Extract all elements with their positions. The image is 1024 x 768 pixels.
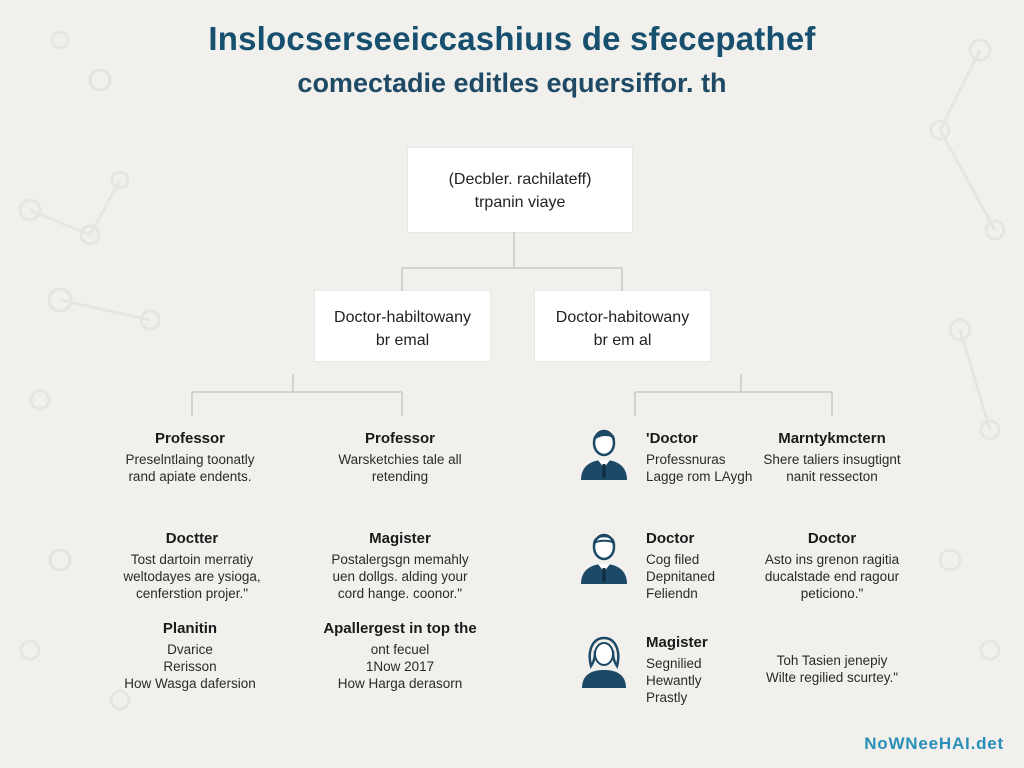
left-card-3: Doctter Tost dartoin merratiy weltodayes… (92, 530, 292, 602)
card-title: Doctor (807, 530, 857, 547)
card-title: Doctor (646, 530, 695, 547)
mid-node-right[interactable]: Doctor-habitowany br em al (535, 291, 710, 361)
card-text: ducalstade end ragour (764, 569, 900, 584)
card-text: Segnilied (646, 656, 702, 671)
card-text: Tost dartoin merratiy (130, 552, 254, 567)
card-text: How Harga derasorn (337, 676, 463, 691)
card-text: How Wasga dafersion (124, 676, 256, 691)
card-title: Professor (154, 430, 226, 447)
card-text: Postalergsgn memahly (331, 552, 469, 567)
card-text: cenferstion projer." (135, 586, 249, 601)
man-with-tie-icon (581, 533, 627, 584)
card-text: 1Now 2017 (365, 659, 435, 674)
card-text: Hewantly (646, 673, 702, 688)
person-card-3: Magister Segnilied Hewantly Prastly (646, 634, 756, 706)
card-text: rand apiate endents. (128, 469, 252, 484)
card-title: Professor (364, 430, 436, 447)
card-text: Rerisson (163, 659, 217, 674)
right-card-1: Marntykmctern Shere taliers insugtignt n… (732, 430, 932, 485)
right-card-3: Toh Tasien jenepiy Wilte regilied scurte… (732, 652, 932, 686)
card-title: Marntykmctern (778, 430, 886, 447)
card-text: Shere taliers insugtignt (763, 452, 901, 467)
card-text: retending (371, 469, 429, 484)
mid-node-right-line1: Doctor-habitowany (555, 309, 690, 326)
woman-icon (582, 636, 626, 688)
card-title: Magister (646, 634, 708, 651)
card-text: Toh Tasien jenepiy (776, 653, 888, 668)
card-text: nanit ressecton (786, 469, 878, 484)
card-title: Magister (369, 530, 431, 547)
card-title: Planitin (162, 620, 218, 637)
left-card-6: Apallergest in top the ont fecuel 1Now 2… (300, 620, 500, 692)
left-card-5: Planitin Dvarice Rerisson How Wasga dafe… (90, 620, 290, 692)
card-text: uen dollgs. alding your (332, 569, 468, 584)
person-card-2: Doctor Cog filed Depnitaned Feliendn (646, 530, 756, 602)
card-text: Depnitaned (646, 569, 716, 584)
page-title: Inslocserseeiccashiuıs de sfecepathef (208, 20, 816, 57)
card-title: Doctter (165, 530, 219, 547)
root-node-line2: trpanin viaye (474, 194, 566, 211)
mid-node-left-line2: br emal (375, 332, 430, 349)
watermark: NoWNeeHAI.det (864, 734, 1004, 753)
card-text: Preselntlaing toonatly (125, 452, 255, 467)
card-text: Lagge rom LAygh (646, 469, 753, 484)
card-title: 'Doctor (646, 430, 698, 447)
card-text: Wilte regilied scurtey." (765, 670, 899, 685)
mid-node-right-line2: br em al (593, 332, 652, 349)
card-text: Warsketchies tale all (338, 452, 462, 467)
left-card-4: Magister Postalergsgn memahly uen dollgs… (300, 530, 500, 602)
card-text: Feliendn (646, 586, 698, 601)
card-text: peticiono." (800, 586, 864, 601)
left-card-1: Professor Preselntlaing toonatly rand ap… (90, 430, 290, 485)
card-text: Dvarice (167, 642, 213, 657)
left-card-2: Professor Warsketchies tale all retendin… (300, 430, 500, 485)
card-text: weltodayes are ysioga, (123, 569, 261, 584)
mid-node-left[interactable]: Doctor-habiltowany br emal (315, 291, 490, 361)
person-card-1: 'Doctor Professnuras Lagge rom LAygh (646, 430, 756, 485)
card-text: Cog filed (646, 552, 700, 567)
root-node-line1: (Decbler. rachilateff) (448, 171, 592, 188)
root-node[interactable]: (Decbler. rachilateff) trpanin viaye (408, 148, 632, 232)
card-title: Apallergest in top the (323, 620, 477, 637)
card-text: Professnuras (646, 452, 726, 467)
card-text: ont fecuel (370, 642, 430, 657)
right-card-2: Doctor Asto ins grenon ragitia ducalstad… (732, 530, 932, 602)
card-text: Asto ins grenon ragitia (764, 552, 900, 567)
card-text: Prastly (646, 690, 688, 705)
mid-node-left-line1: Doctor-habiltowany (334, 309, 471, 326)
man-with-tie-icon (581, 429, 627, 480)
page-subtitle: comectadie editles equersiffor. th (297, 68, 727, 98)
card-text: cord hange. coonor." (337, 586, 463, 601)
